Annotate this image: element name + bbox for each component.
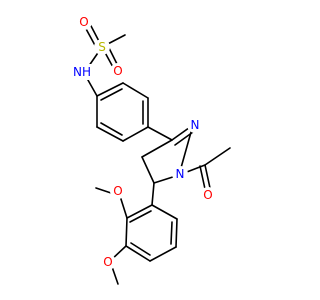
atom-label-n-ring-amide: N	[176, 167, 185, 181]
bond-dmp-6	[151, 204, 178, 220]
bond-layer	[83, 23, 231, 285]
atom-nh-sulfonamide: NH	[72, 64, 94, 80]
bond-aryl-c3	[147, 126, 173, 141]
bond-ph-5	[96, 126, 124, 142]
atom-o-acetyl: O	[200, 187, 216, 203]
atom-o-sulfonyl-top: O	[76, 14, 92, 30]
bond-ph-5-double	[100, 122, 123, 136]
bond-dmp-1	[126, 204, 153, 219]
bond-carbonyl-o-double	[199, 165, 206, 190]
atom-label-o-methoxy-bottom: O	[103, 255, 112, 269]
bond-dmp-3-double	[130, 242, 151, 256]
bond-carbonyl-o	[204, 164, 211, 189]
bond-ph-4	[122, 126, 149, 142]
bond-ph-2	[122, 82, 149, 99]
bond-carbonyl-methyl	[204, 147, 231, 166]
atom-label-n-ring-imine: N	[191, 118, 200, 132]
atom-label-o-sulfonyl-bottom: O	[113, 64, 122, 78]
atom-s-sulfonyl: S	[94, 39, 110, 55]
bond-dmp-2	[125, 217, 128, 247]
atom-o-sulfonyl-bottom: O	[110, 63, 126, 79]
bond-c5-aryl	[151, 182, 155, 206]
molecule-structure: O S O NH N N O O	[72, 14, 231, 285]
atom-label-o-methoxy-top: O	[113, 184, 122, 198]
bond-c4-c3	[141, 139, 173, 158]
atom-label-o-sulfonyl-top: O	[79, 15, 88, 29]
bond-dmp-4	[149, 246, 177, 262]
bond-dmp-o-top	[119, 195, 128, 219]
bond-c5-c4	[141, 156, 155, 184]
bond-dmp-5-double	[170, 221, 173, 245]
atom-n-ring-imine: N	[187, 117, 203, 133]
atom-label-nh-sulfonamide: NH	[73, 65, 91, 79]
bond-ph-1-double	[100, 88, 123, 101]
atom-o-methoxy-top: O	[110, 183, 126, 199]
bond-dmp-5	[175, 218, 178, 248]
atom-label-o-acetyl: O	[203, 188, 212, 202]
bond-ph-1	[96, 82, 124, 97]
atom-label-layer: O S O NH N N O O	[72, 14, 216, 270]
bond-dmp-3	[125, 245, 151, 262]
atom-o-methoxy-bottom: O	[100, 254, 116, 270]
atom-label-s-sulfonyl: S	[98, 40, 106, 54]
bond-dmp-1-double	[129, 210, 152, 223]
atom-n-ring-amide: N	[172, 166, 188, 182]
